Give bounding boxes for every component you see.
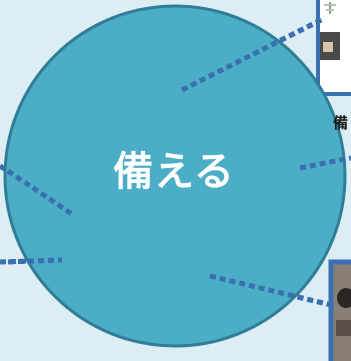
- connector-left-inner: [6, 168, 74, 217]
- connector-top-right-inner: [180, 15, 327, 93]
- connector-bottom-left-inner: [7, 257, 63, 265]
- connector-right-inner: [299, 156, 346, 171]
- tree-icon: [320, 2, 340, 60]
- side-label: 備: [333, 114, 349, 132]
- connector-bottom-right-inner: [209, 273, 333, 308]
- thumbnail-top-right: [316, 0, 351, 96]
- connectors-overlay: [6, 15, 346, 308]
- center-label: 備える: [113, 149, 235, 195]
- center-circle: [3, 4, 347, 348]
- dark-object-icon: [337, 288, 351, 308]
- thumbnail-bottom-right: [328, 259, 351, 361]
